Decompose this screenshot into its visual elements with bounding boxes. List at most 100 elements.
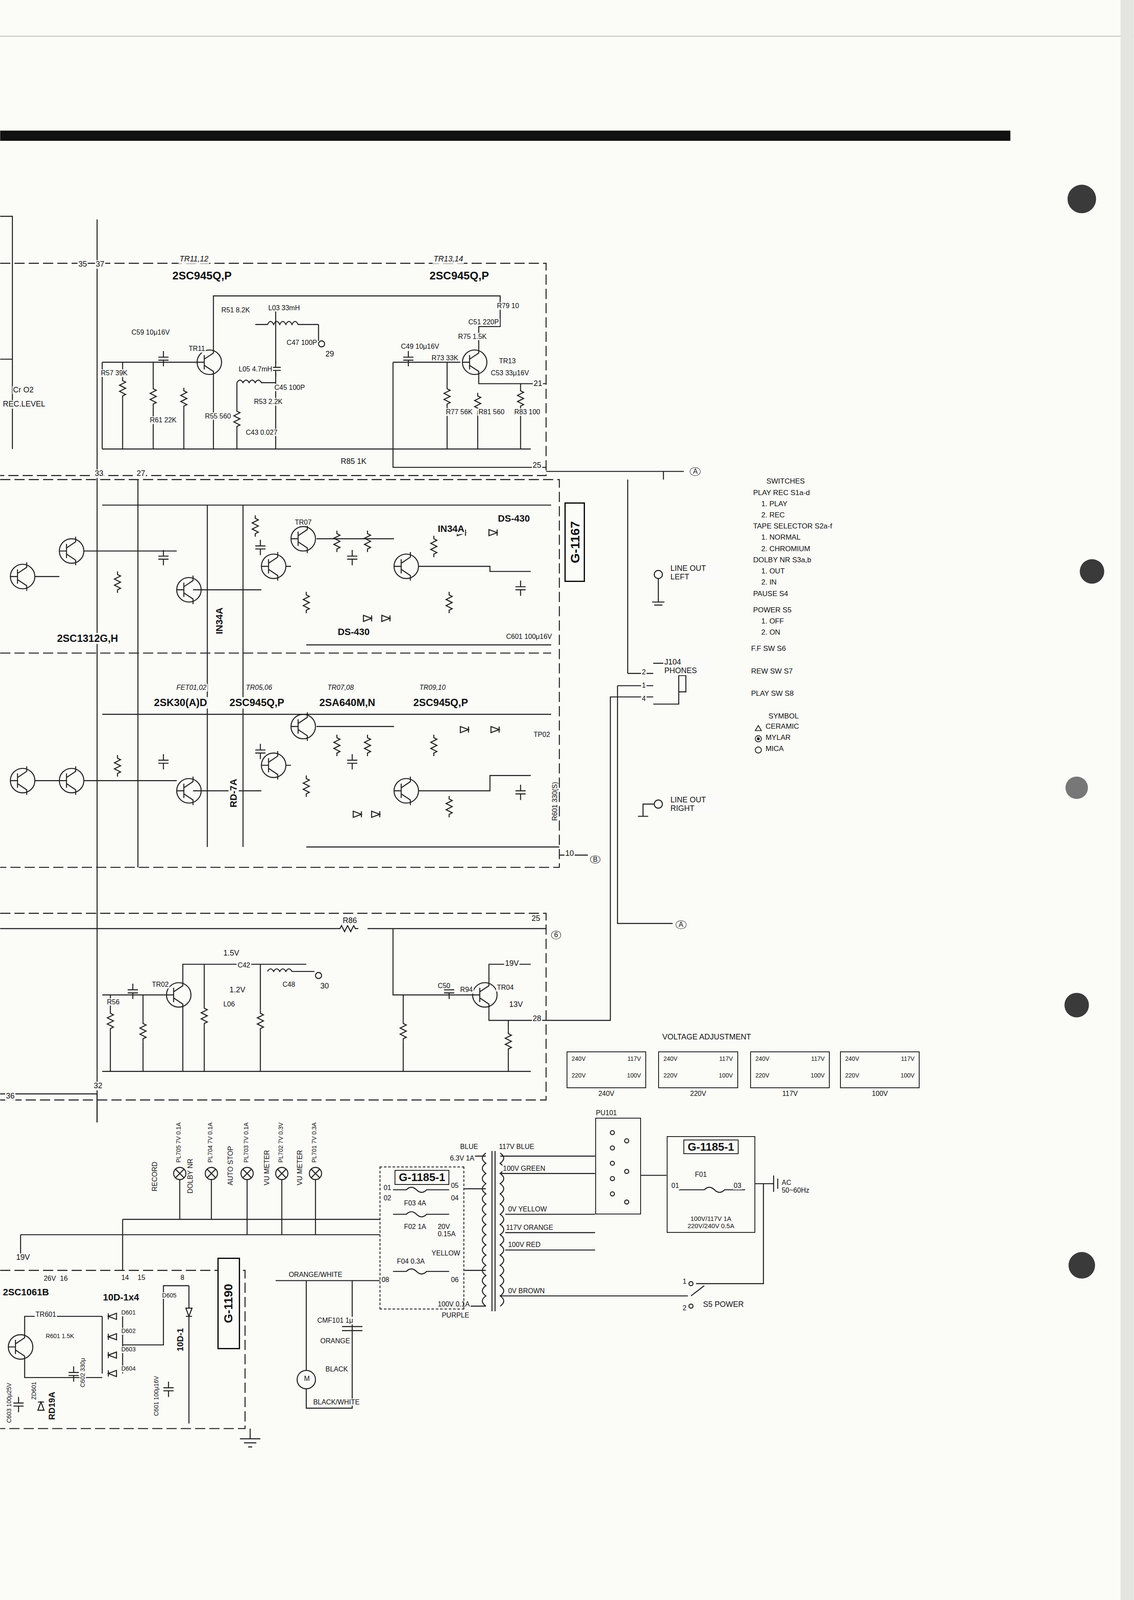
component-label: 1. NORMAL — [760, 533, 802, 542]
component-label: 28 — [531, 1014, 543, 1024]
component-label: R53 2.2K — [253, 397, 284, 406]
legend-text: MICA — [765, 745, 784, 754]
component-label: F02 1A — [403, 1223, 428, 1231]
component-label: 1.2V — [228, 985, 247, 995]
component-label: 25 — [530, 914, 541, 924]
component-label: R75 1.5K — [457, 332, 488, 341]
voltage-selector: 240V117V220V100V117V — [750, 1051, 830, 1089]
component-label: 08 — [380, 1276, 391, 1284]
component-label: 2SA640M,N — [318, 697, 377, 709]
component-label: 29 — [324, 350, 336, 359]
component-label: R57 39K — [100, 369, 129, 378]
component-label: C43 0.027 — [244, 428, 279, 437]
component-label: L03 33mH — [267, 304, 301, 312]
component-label: TR02 — [151, 980, 170, 989]
component-label: 19V — [504, 959, 520, 968]
component-label: Cr O2 — [12, 385, 35, 395]
component-label: TR13 — [498, 357, 517, 366]
component-label: ZD601 — [30, 1380, 38, 1401]
component-label: 13V — [508, 1000, 524, 1010]
component-label: YELLOW — [430, 1249, 462, 1258]
fuse-rating: 220V/240V 0.5A — [687, 1222, 735, 1230]
component-label: C601 100μ16V — [153, 1374, 160, 1417]
component-label: 2. IN — [760, 578, 778, 587]
component-label: TR07,08 — [326, 683, 355, 692]
component-label: POWER S5 — [752, 606, 793, 615]
component-label: 2SC945Q,P — [228, 697, 285, 709]
component-label: R85 1K — [339, 457, 368, 467]
component-label: DS-430 — [497, 513, 532, 524]
terminal-label: A — [675, 920, 687, 930]
component-label: C601 100μ16V — [505, 632, 553, 641]
component-label: 4 — [641, 694, 647, 703]
component-label: 2SC945Q,P — [171, 269, 233, 283]
component-label: IN34A — [436, 523, 466, 535]
component-label: 1 — [641, 681, 647, 690]
setting-caption: 240V — [598, 1089, 615, 1098]
component-label: 06 — [450, 1276, 460, 1284]
component-label: SYMBOL — [767, 712, 800, 721]
wire-connector — [641, 1174, 667, 1176]
component-label: 27 — [135, 469, 146, 478]
component-label: 2SK30(A)D — [153, 697, 208, 709]
component-label: PL702 7V 0.3V — [277, 1121, 285, 1164]
component-label: 04 — [450, 1194, 460, 1203]
component-label: 14 — [120, 1273, 130, 1282]
component-label: VOLTAGE ADJUSTMENT — [661, 1033, 752, 1042]
plug-name: PU101 — [596, 1109, 618, 1117]
component-label: LINE OUT LEFT — [669, 564, 721, 582]
component-label: 03 — [733, 1181, 743, 1190]
component-label: R81 560 — [477, 408, 506, 416]
tap-voltage: 240V — [571, 1055, 601, 1068]
component-label: 2SC945Q,P — [412, 697, 470, 709]
component-label: RECORD — [151, 1160, 159, 1193]
board-number: G-1185-1 — [683, 1139, 739, 1155]
component-label: L06 — [222, 1000, 236, 1009]
component-label: 0V YELLOW — [507, 1205, 548, 1214]
component-label: 01 — [670, 1181, 680, 1190]
component-label: C49 10μ16V — [400, 342, 440, 351]
component-label: C50 — [436, 982, 452, 990]
component-label: R86 — [341, 916, 358, 926]
component-label: PL701 7V 0.3A — [311, 1121, 318, 1164]
tap-voltage: 100V — [703, 1072, 733, 1084]
legend-text: CERAMIC — [765, 722, 799, 731]
component-label: R51 8.2K — [220, 306, 251, 315]
component-label: L05 4.7mH — [237, 365, 274, 374]
component-label: D604 — [120, 1365, 137, 1372]
component-label: AC 50~60Hz — [780, 1178, 814, 1194]
component-label: 19V — [15, 1253, 31, 1262]
board-tag: G-1167 — [564, 502, 585, 582]
component-label: 1.5V — [222, 949, 241, 958]
component-label: BLACK — [324, 1365, 349, 1374]
component-label: R601 330(S) — [551, 780, 559, 822]
component-label: 100V 0.1A — [436, 1300, 471, 1309]
tap-voltage: 220V — [571, 1072, 601, 1084]
component-label: F04 0.3A — [395, 1257, 426, 1266]
component-label: 35 — [77, 260, 88, 269]
component-label: 25 — [531, 461, 543, 470]
component-label: R94 — [459, 985, 474, 994]
component-label: PL705 7V 0.1A — [175, 1121, 182, 1164]
tap-voltage: 117V — [795, 1055, 825, 1068]
component-label: RD19A — [47, 1391, 57, 1422]
component-label: 33 — [93, 469, 104, 478]
component-label: DOLBY NR — [186, 1157, 195, 1195]
voltage-selector: 240V117V220V100V240V — [566, 1051, 647, 1089]
tap-voltage: 220V — [845, 1072, 875, 1084]
component-label: C45 100P — [273, 383, 306, 392]
component-label: 2SC1061B — [2, 1287, 51, 1298]
component-label: R77 56K — [445, 408, 474, 416]
component-label: VU METER — [263, 1148, 271, 1187]
component-label: D601 — [120, 1309, 137, 1316]
component-label: AUTO STOP — [226, 1145, 235, 1187]
setting-caption: 220V — [690, 1089, 707, 1098]
component-label: F01 — [694, 1170, 708, 1179]
component-label: R73 33K — [430, 354, 460, 363]
component-label: SWITCHES — [765, 477, 806, 486]
component-label: TR05,06 — [244, 683, 273, 692]
board-number: G-1190 — [222, 1283, 236, 1324]
board-number: G-1185-1 — [394, 1169, 450, 1185]
component-label: 37 — [94, 260, 106, 269]
